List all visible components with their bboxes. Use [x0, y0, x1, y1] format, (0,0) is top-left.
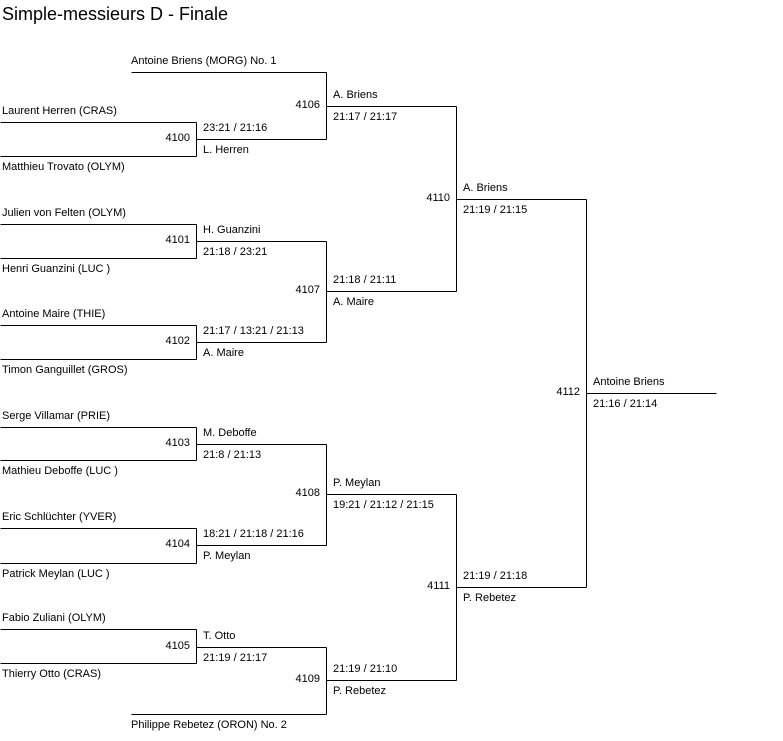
match-winner: A. Briens	[463, 182, 508, 194]
match-winner: A. Maire	[203, 347, 244, 359]
match-number: 4106	[295, 99, 320, 111]
match-score: 23:21 / 21:16	[203, 122, 268, 134]
match-winner: P. Rebetez	[333, 685, 387, 697]
match-score: 21:19 / 21:15	[463, 204, 528, 216]
match-winner: A. Maire	[333, 296, 374, 308]
match-winner: T. Otto	[203, 630, 236, 642]
match-winner: M. Deboffe	[203, 427, 257, 439]
player-label: Matthieu Trovato (OLYM)	[2, 161, 125, 173]
player-label: Henri Guanzini (LUC )	[2, 263, 111, 275]
player-label: Timon Ganguillet (GROS)	[2, 364, 128, 376]
match-number: 4107	[295, 284, 320, 296]
player-label: Thierry Otto (CRAS)	[2, 668, 102, 680]
player-label: Laurent Herren (CRAS)	[2, 105, 117, 117]
match-number: 4108	[295, 487, 320, 499]
match-number: 4100	[165, 132, 190, 144]
match-number: 4109	[295, 673, 320, 685]
match-score: 21:18 / 21:11	[333, 274, 397, 286]
match-number: 4110	[426, 192, 450, 204]
match-score: 21:17 / 21:17	[333, 111, 398, 123]
match-score: 21:19 / 21:18	[463, 570, 528, 582]
match-score: 21:19 / 21:10	[333, 663, 398, 675]
match-score: 21:18 / 23:21	[203, 246, 268, 258]
match-score: 21:19 / 21:17	[203, 652, 268, 664]
player-label: Serge Villamar (PRIE)	[2, 410, 110, 422]
match-score: 21:8 / 21:13	[203, 449, 262, 461]
player-label: Fabio Zuliani (OLYM)	[2, 612, 106, 624]
player-label: Patrick Meylan (LUC )	[2, 568, 110, 580]
match-score: 21:17 / 13:21 / 21:13	[203, 325, 304, 337]
match-number: 4105	[165, 640, 190, 652]
player-label: Antoine Maire (THIE)	[2, 308, 106, 320]
match-winner: H. Guanzini	[203, 224, 261, 236]
match-number: 4102	[165, 335, 190, 347]
player-label: Mathieu Deboffe (LUC )	[2, 465, 118, 477]
match-number: 4112	[556, 386, 580, 398]
page-title: Simple-messieurs D - Finale	[2, 4, 229, 24]
seed-player-label: Philippe Rebetez (ORON) No. 2	[131, 719, 287, 731]
match-winner: A. Briens	[333, 89, 378, 101]
player-label: Eric Schlüchter (YVER)	[2, 511, 117, 523]
match-winner: L. Herren	[203, 144, 249, 156]
match-winner: P. Meylan	[203, 550, 251, 562]
match-winner: Antoine Briens	[593, 376, 665, 388]
match-score: 19:21 / 21:12 / 21:15	[333, 499, 434, 511]
match-number: 4103	[165, 437, 190, 449]
match-score: 18:21 / 21:18 / 21:16	[203, 528, 304, 540]
match-score: 21:16 / 21:14	[593, 398, 658, 410]
seed-player-label: Antoine Briens (MORG) No. 1	[131, 55, 277, 67]
match-number: 4104	[165, 538, 190, 550]
match-winner: P. Rebetez	[463, 592, 517, 604]
player-label: Julien von Felten (OLYM)	[2, 207, 126, 219]
match-winner: P. Meylan	[333, 477, 381, 489]
match-number: 4111	[427, 580, 450, 592]
match-number: 4101	[165, 234, 190, 246]
